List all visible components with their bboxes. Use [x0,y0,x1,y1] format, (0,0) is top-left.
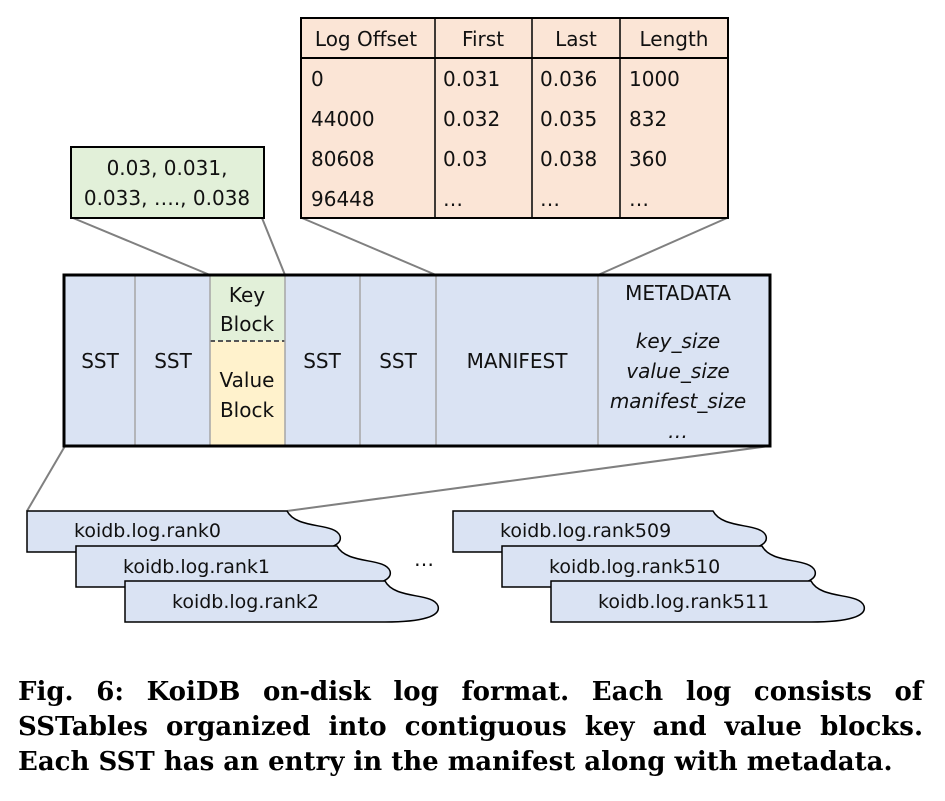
table-cell: 1000 [629,67,680,91]
figure-caption: Fig. 6: KoiDB on-disk log format. Each l… [18,677,923,777]
table-cell: … [540,187,560,211]
log-file-shape [124,580,439,623]
value-block-label-line1: Value [220,368,275,392]
files-connector-left [26,445,66,512]
log-file-shape [550,580,865,623]
key-callout-line1: 0.03, 0.031, [107,156,228,180]
value-block-label-line2: Block [220,398,275,422]
sst-block-label: SST [303,349,341,373]
key-callout-line2: 0.033, …., 0.038 [84,186,250,210]
value-block-fill [210,341,285,446]
table-cell: 44000 [311,107,375,131]
table-header-log-offset: Log Offset [315,27,417,51]
table-cell: 96448 [311,187,375,211]
table-cell: 832 [629,107,667,131]
log-file-label: koidb.log.rank2 [172,591,319,613]
sst-block-label: SST [379,349,417,373]
table-cell: 360 [629,147,667,171]
table-header-length: Length [640,27,709,51]
metadata-title: METADATA [625,281,731,305]
metadata-field: value_size [626,359,729,383]
table-cell: 0.032 [443,107,500,131]
log-block-row-frame [62,273,772,448]
table-connector-right [597,217,728,276]
table-cell: … [629,187,649,211]
table-header-last: Last [555,27,597,51]
block-dividers [134,275,599,446]
log-file-label: koidb.log.rank1 [123,556,270,578]
key-callout-connector-right [261,217,286,276]
key-block-fill [210,275,285,341]
key-callout-box [70,146,265,219]
metadata-field: key_size [636,329,721,353]
files-connector-right [286,445,770,512]
log-block-row-fill [64,275,770,446]
table-cell: … [443,187,463,211]
key-callout: 0.03, 0.031, 0.033, …., 0.038 [70,146,265,219]
log-files-ellipsis: … [414,547,434,571]
key-callout-connector-left [72,217,211,276]
log-file-label: koidb.log.rank510 [549,556,720,578]
metadata-field: … [668,419,688,443]
table-cell: 0 [311,67,324,91]
key-block-label-line1: Key [229,283,265,307]
metadata-field: manifest_size [610,389,746,413]
table-header-first: First [462,27,504,51]
table-connector-left [301,217,437,276]
table-cell: 0.035 [540,107,597,131]
sst-block-label: SST [81,349,119,373]
log-file-label: koidb.log.rank511 [598,591,769,613]
log-file-label: koidb.log.rank0 [74,520,221,542]
table-cell: 0.031 [443,67,500,91]
log-file-stack-right: koidb.log.rank509 koidb.log.rank510 koid… [452,510,865,623]
log-block-row: SST SST Key Block Value Block SST SST MA… [62,273,772,448]
sst-block-label: SST [154,349,192,373]
offset-table: Log Offset First Last Length 0 0.031 0.0… [300,17,729,219]
log-format-diagram: Log Offset First Last Length 0 0.031 0.0… [26,17,865,623]
table-cell: 0.036 [540,67,597,91]
log-file-stack-left: koidb.log.rank0 koidb.log.rank1 koidb.lo… [26,510,439,623]
table-cell: 80608 [311,147,375,171]
table-cell: 0.038 [540,147,597,171]
table-cell: 0.03 [443,147,488,171]
log-file-label: koidb.log.rank509 [500,520,671,542]
manifest-block-label: MANIFEST [467,349,569,373]
key-block-label-line2: Block [220,312,275,336]
offset-table-frame [300,17,729,219]
connector-lines [26,217,770,512]
